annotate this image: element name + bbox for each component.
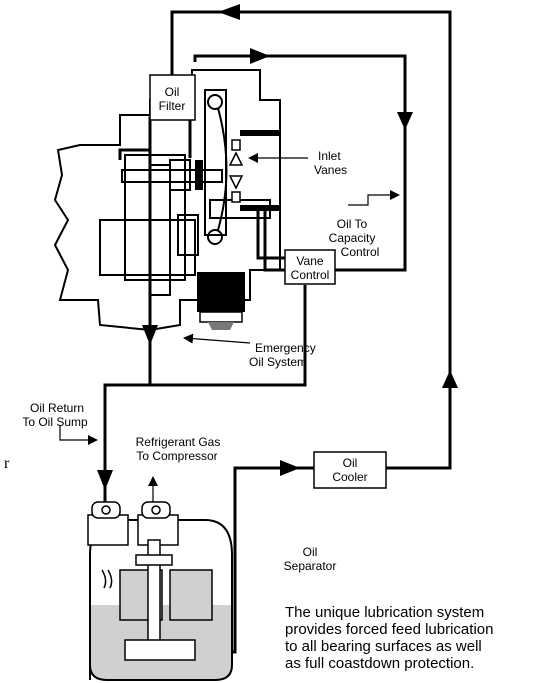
- caption-line-2: provides forced feed lubrication: [285, 621, 493, 638]
- oil-cooler-label-1: Oil: [343, 456, 358, 470]
- caption-line-3: to all bearing surfaces as well: [285, 638, 482, 655]
- refrigerant-gas-label-2: To Compressor: [136, 449, 217, 463]
- oil-filter-label-2: Filter: [159, 99, 186, 113]
- oil-filter-label-1: Oil: [165, 85, 180, 99]
- emergency-oil-label: Emergency Oil System: [249, 341, 316, 369]
- vane-control-label-2: Control: [291, 268, 330, 282]
- oil-return-label: Oil Return To Oil Sump: [22, 401, 88, 429]
- emergency-oil-label-2: Oil System: [249, 355, 307, 369]
- caption-line-1: The unique lubrication system: [285, 604, 484, 621]
- oil-flow-lines: [103, 10, 452, 654]
- capacity-control-label-1: Oil To: [337, 217, 368, 231]
- inlet-vanes-label-1: Inlet: [318, 149, 341, 163]
- motor-assembly: [99, 154, 223, 296]
- caption: The unique lubrication system provides f…: [285, 604, 493, 672]
- emergency-oil-tank: [197, 272, 245, 330]
- vane-control-label-1: Vane: [296, 254, 323, 268]
- oil-cooler-label-2: Cooler: [332, 470, 367, 484]
- capacity-control-label-2: Capacity: [329, 231, 376, 245]
- oil-cooler-box: Oil Cooler: [313, 451, 387, 489]
- oil-return-label-2: To Oil Sump: [22, 415, 88, 429]
- stray-character: r: [4, 455, 10, 472]
- oil-return-label-1: Oil Return: [30, 401, 84, 415]
- oil-separator: [87, 501, 233, 681]
- inlet-vanes: [228, 130, 280, 211]
- flow-arrows: [97, 4, 458, 490]
- impeller: [204, 89, 228, 245]
- capacity-control-label-3: Control: [341, 245, 380, 259]
- refrigerant-gas-label-1: Refrigerant Gas: [136, 435, 221, 449]
- oil-separator-label-1: Oil: [303, 545, 318, 559]
- oil-separator-label-2: Separator: [284, 559, 337, 573]
- capacity-control-label: Oil To Capacity Control: [329, 217, 380, 259]
- vane-control-box: Vane Control: [284, 249, 336, 285]
- oil-separator-label: Oil Separator: [284, 545, 337, 573]
- refrigerant-gas-label: Refrigerant Gas To Compressor: [136, 435, 221, 463]
- caption-line-4: as full coastdown protection.: [285, 655, 474, 672]
- oil-filter-box: Oil Filter: [149, 74, 196, 121]
- inlet-vanes-label: Inlet Vanes: [314, 149, 347, 177]
- emergency-oil-label-1: Emergency: [255, 341, 316, 355]
- inlet-vanes-label-2: Vanes: [314, 163, 347, 177]
